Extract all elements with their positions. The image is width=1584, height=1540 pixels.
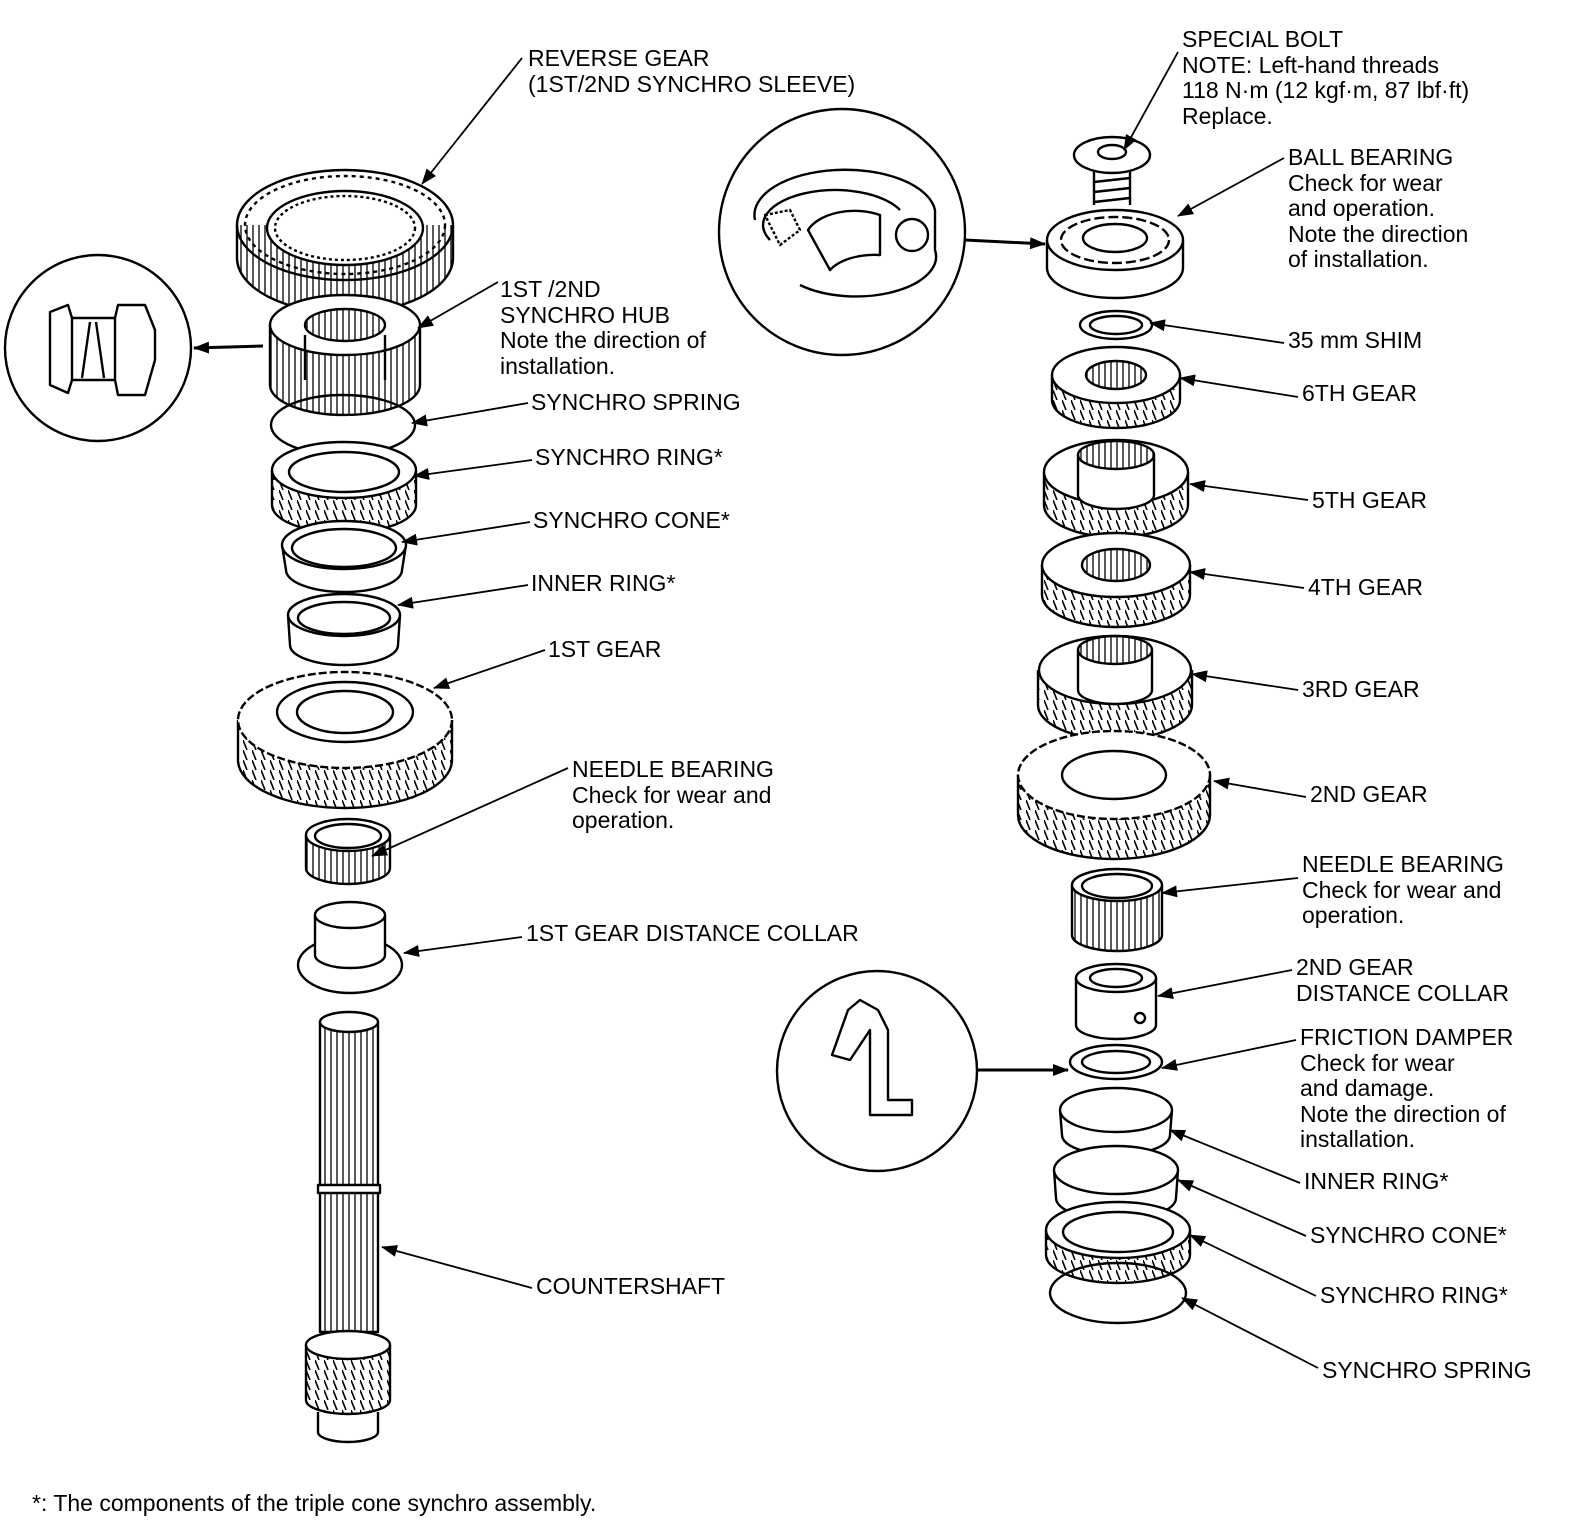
- footnote: *: The components of the triple cone syn…: [32, 1490, 597, 1516]
- needle-bearing-left-part: [304, 817, 392, 886]
- countershaft-label: COUNTERSHAFT: [536, 1273, 726, 1299]
- sixth-gear-label: 6TH GEAR: [1302, 380, 1418, 406]
- synchro-cone-left-part: [280, 519, 408, 594]
- synchro-spring-right-label: SYNCHRO SPRING: [1322, 1357, 1532, 1383]
- damper-detail-callout: [775, 969, 979, 1173]
- fifth-gear-label: 5TH GEAR: [1312, 487, 1428, 513]
- needle-bearing-right-label: NEEDLE BEARING Check for wear and operat…: [1302, 851, 1504, 929]
- synchro-hub-label: 1ST /2ND SYNCHRO HUB Note the direction …: [500, 276, 706, 379]
- synchro-ring-right-label: SYNCHRO RING*: [1320, 1282, 1508, 1308]
- synchro-cone-left-label: SYNCHRO CONE*: [533, 507, 730, 533]
- sixth-gear-part: [1050, 345, 1182, 430]
- synchro-ring-left-part: [270, 440, 418, 535]
- reverse-gear-label: REVERSE GEAR (1ST/2ND SYNCHRO SLEEVE): [528, 45, 856, 97]
- ball-bearing-part: [1045, 208, 1185, 300]
- synchro-ring-right-part: [1044, 1200, 1192, 1285]
- second-gear-part: [1016, 729, 1212, 861]
- first-gear-label: 1ST GEAR: [548, 636, 662, 662]
- shim-part: [1078, 309, 1154, 341]
- needle-bearing-left-label: NEEDLE BEARING Check for wear and operat…: [572, 756, 774, 834]
- third-gear-label: 3RD GEAR: [1302, 676, 1420, 702]
- inner-ring-left-label: INNER RING*: [531, 570, 676, 596]
- first-gear-collar-label: 1ST GEAR DISTANCE COLLAR: [526, 920, 859, 946]
- inner-ring-left-part: [286, 592, 402, 667]
- friction-damper-part: [1068, 1043, 1164, 1081]
- synchro-spring-left-label: SYNCHRO SPRING: [531, 389, 741, 415]
- synchro-ring-left-label: SYNCHRO RING*: [535, 444, 723, 470]
- second-gear-label: 2ND GEAR: [1310, 781, 1428, 807]
- special-bolt-label: SPECIAL BOLT NOTE: Left-hand threads 118…: [1182, 26, 1470, 129]
- fourth-gear-label: 4TH GEAR: [1308, 574, 1424, 600]
- fourth-gear-part: [1040, 531, 1192, 629]
- special-bolt-part: [1072, 135, 1152, 205]
- third-gear-part: [1036, 634, 1194, 741]
- fifth-gear-part: [1042, 438, 1190, 539]
- synchro-hub-part: [268, 293, 422, 417]
- first-gear-part: [236, 670, 454, 810]
- second-gear-collar-label: 2ND GEAR DISTANCE COLLAR: [1296, 954, 1510, 1006]
- hub-detail-callout: [3, 253, 193, 443]
- synchro-cone-right-label: SYNCHRO CONE*: [1310, 1222, 1507, 1248]
- second-gear-collar-part: [1074, 962, 1158, 1041]
- inner-ring-right-label: INNER RING*: [1304, 1168, 1449, 1194]
- synchro-spring-right-part: [1048, 1261, 1188, 1325]
- reverse-gear-part: [235, 168, 455, 315]
- friction-damper-label: FRICTION DAMPER Check for wear and damag…: [1300, 1024, 1514, 1153]
- needle-bearing-right-part: [1070, 867, 1164, 953]
- countershaft-part: [304, 1010, 392, 1444]
- ball-bearing-label: BALL BEARING Check for wear and operatio…: [1288, 144, 1469, 273]
- first-gear-collar-part: [296, 900, 404, 995]
- shim-label: 35 mm SHIM: [1288, 327, 1423, 353]
- bearing-detail-callout: [717, 107, 967, 357]
